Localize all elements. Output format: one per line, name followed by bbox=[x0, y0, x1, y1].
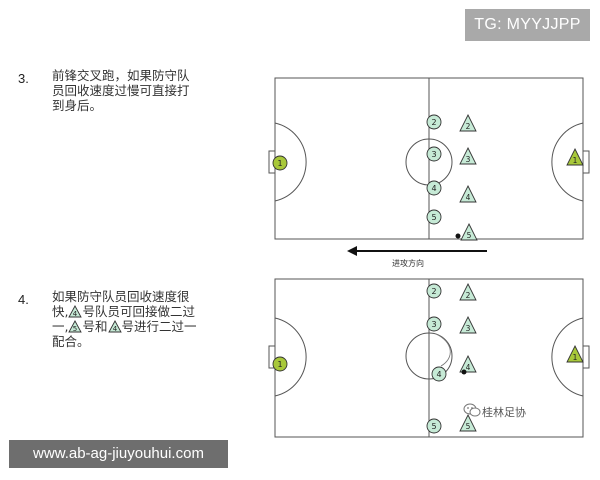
left-goal bbox=[268, 345, 276, 369]
svg-text:5: 5 bbox=[73, 325, 77, 333]
defender-circle: 5 bbox=[426, 418, 442, 434]
watermark-text: 桂林足协 bbox=[482, 406, 526, 419]
svg-text:5: 5 bbox=[431, 213, 436, 222]
svg-text:1: 1 bbox=[277, 360, 282, 369]
svg-text:3: 3 bbox=[431, 150, 436, 159]
svg-text:4: 4 bbox=[466, 363, 471, 372]
item-4-line-4: 配合。 bbox=[52, 334, 90, 349]
defender-circle: 3 bbox=[426, 316, 442, 332]
item-3-description: 前锋交叉跑，如果防守队 员回收速度过慢可直接打 到身后。 bbox=[52, 68, 190, 113]
svg-text:5: 5 bbox=[466, 422, 471, 431]
triangle-player-icon: 4 bbox=[107, 320, 122, 333]
svg-text:2: 2 bbox=[431, 287, 436, 296]
attacker-triangle: 2 bbox=[459, 282, 477, 301]
pitch-diagram-3: 1 2 3 4 5 1 2 3 4 5 bbox=[268, 77, 590, 241]
right-penalty-arc bbox=[551, 317, 584, 397]
svg-text:3: 3 bbox=[431, 320, 436, 329]
defender-circle: 3 bbox=[426, 146, 442, 162]
svg-text:4: 4 bbox=[112, 325, 117, 333]
pitch-diagram-4: 1 2 3 4 5 1 2 3 4 5 bbox=[268, 278, 590, 438]
item-4-line-1: 如果防守队员回收速度很 bbox=[52, 289, 190, 304]
defender-circle: 5 bbox=[426, 209, 442, 225]
svg-text:1: 1 bbox=[277, 159, 282, 168]
right-penalty-arc bbox=[551, 122, 584, 202]
attacker-triangle: 4 bbox=[459, 184, 477, 203]
left-penalty-arc bbox=[274, 317, 307, 397]
item-3-line-3: 到身后。 bbox=[52, 98, 103, 113]
svg-text:5: 5 bbox=[467, 231, 472, 240]
svg-text:2: 2 bbox=[431, 118, 436, 127]
ball-icon bbox=[455, 233, 461, 239]
item-4-number: 4. bbox=[18, 292, 29, 307]
item-3-line-2: 员回收速度过慢可直接打 bbox=[52, 83, 190, 98]
defender-circle: 4 bbox=[426, 180, 442, 196]
svg-text:3: 3 bbox=[466, 155, 471, 164]
attacker-triangle: 4 bbox=[459, 354, 477, 373]
defender-circle: 2 bbox=[426, 114, 442, 130]
defender-circle: 2 bbox=[426, 283, 442, 299]
attacker-triangle: 2 bbox=[459, 113, 477, 132]
right-goal bbox=[582, 345, 590, 369]
svg-text:4: 4 bbox=[436, 370, 441, 379]
svg-text:4: 4 bbox=[73, 310, 78, 318]
attacker-triangle: 1 bbox=[566, 147, 584, 166]
triangle-player-icon: 4 bbox=[68, 305, 83, 318]
goalkeeper-circle: 1 bbox=[272, 356, 288, 372]
svg-text:3: 3 bbox=[466, 324, 471, 333]
attack-direction-label: 进攻方向 bbox=[392, 259, 424, 268]
telegram-badge: TG: MYYJJPP bbox=[465, 9, 590, 41]
item-3-line-1: 前锋交叉跑，如果防守队 bbox=[52, 68, 190, 83]
attacker-triangle: 1 bbox=[566, 344, 584, 363]
svg-text:2: 2 bbox=[466, 122, 471, 131]
svg-text:4: 4 bbox=[466, 193, 471, 202]
website-banner: www.ab-ag-jiuyouhui.com bbox=[9, 440, 228, 468]
defender-circle: 4 bbox=[431, 366, 447, 382]
attacker-triangle: 3 bbox=[459, 315, 477, 334]
svg-text:4: 4 bbox=[431, 184, 436, 193]
svg-text:5: 5 bbox=[431, 422, 436, 431]
svg-text:1: 1 bbox=[573, 353, 578, 362]
svg-text:1: 1 bbox=[573, 156, 578, 165]
left-penalty-arc bbox=[274, 122, 307, 202]
ball-icon bbox=[461, 369, 467, 375]
wechat-icon bbox=[463, 403, 481, 417]
run-path bbox=[435, 333, 451, 367]
center-circle bbox=[405, 332, 453, 380]
triangle-player-icon: 5 bbox=[68, 320, 83, 333]
attacker-triangle: 5 bbox=[460, 222, 478, 241]
svg-text:2: 2 bbox=[466, 291, 471, 300]
right-goal bbox=[582, 150, 590, 174]
attack-direction-arrow bbox=[347, 246, 487, 256]
attacker-triangle: 3 bbox=[459, 146, 477, 165]
item-3-number: 3. bbox=[18, 71, 29, 86]
attacker-triangle: 5 bbox=[459, 413, 477, 432]
goalkeeper-circle: 1 bbox=[272, 155, 288, 171]
